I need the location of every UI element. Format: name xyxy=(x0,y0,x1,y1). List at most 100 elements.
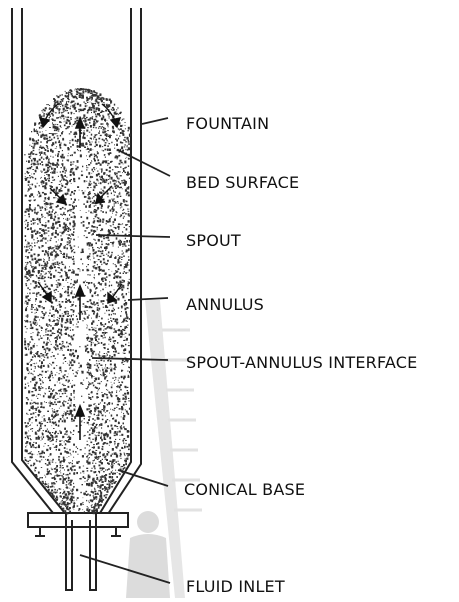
particle xyxy=(60,402,61,403)
particle xyxy=(56,441,57,442)
spout-leader xyxy=(96,235,170,237)
particle xyxy=(70,171,72,173)
particle xyxy=(41,151,43,154)
particle xyxy=(116,461,117,463)
particle xyxy=(55,422,57,424)
particle xyxy=(112,127,113,128)
particle xyxy=(73,497,75,499)
particle xyxy=(58,153,60,155)
particle xyxy=(31,451,32,452)
particle xyxy=(97,503,99,505)
particle xyxy=(67,226,68,227)
particle xyxy=(82,503,83,504)
particle xyxy=(44,263,46,265)
particle xyxy=(61,326,63,327)
particle xyxy=(55,471,57,472)
particle xyxy=(101,269,102,270)
particle xyxy=(68,413,70,415)
particle xyxy=(123,398,125,399)
particle xyxy=(41,157,43,159)
particle xyxy=(72,105,73,106)
particle xyxy=(102,219,104,221)
particle xyxy=(89,450,90,452)
particle xyxy=(26,161,27,162)
particle xyxy=(107,410,108,411)
particle xyxy=(59,430,60,431)
particle xyxy=(50,393,52,395)
particle xyxy=(128,165,129,167)
particle xyxy=(90,162,92,164)
particle xyxy=(52,459,54,461)
particle xyxy=(113,190,114,191)
particle xyxy=(88,140,90,142)
particle xyxy=(57,282,58,283)
particle xyxy=(78,200,79,201)
particle xyxy=(49,210,50,211)
particle xyxy=(118,155,120,157)
particle xyxy=(101,170,102,171)
particle xyxy=(48,439,50,441)
particle xyxy=(36,431,37,432)
particle xyxy=(56,308,57,309)
particle xyxy=(77,145,79,147)
particle xyxy=(118,114,119,115)
particle xyxy=(66,440,67,441)
particle xyxy=(49,421,51,423)
particle xyxy=(41,375,42,376)
particle xyxy=(102,368,103,369)
particle xyxy=(52,177,54,179)
particle xyxy=(99,388,100,390)
particle xyxy=(30,152,32,154)
particle xyxy=(98,104,100,106)
particle xyxy=(53,477,55,479)
particle xyxy=(26,332,27,333)
particle xyxy=(60,461,62,464)
particle xyxy=(45,130,46,131)
particle xyxy=(73,392,75,393)
particle xyxy=(87,493,88,494)
particle xyxy=(35,304,36,305)
particle xyxy=(36,325,37,326)
particle xyxy=(95,113,96,114)
particle xyxy=(36,129,37,130)
particle xyxy=(121,454,122,455)
particle xyxy=(60,295,62,297)
particle xyxy=(69,133,71,134)
particle xyxy=(70,238,71,240)
particle xyxy=(111,320,112,322)
particle xyxy=(99,93,101,96)
particle xyxy=(73,174,75,176)
particle xyxy=(126,195,127,196)
particle xyxy=(114,203,115,204)
particle xyxy=(118,223,120,225)
particle xyxy=(94,472,95,473)
particle xyxy=(32,143,33,144)
particle xyxy=(102,459,103,460)
particle xyxy=(98,471,100,472)
particle xyxy=(100,467,102,469)
particle xyxy=(62,160,63,161)
particle xyxy=(43,109,45,111)
particle xyxy=(48,366,50,368)
particle xyxy=(38,472,40,474)
particle xyxy=(64,311,66,313)
particle xyxy=(93,171,94,172)
particle xyxy=(83,306,84,307)
particle xyxy=(124,327,126,329)
particle xyxy=(72,269,73,270)
particle xyxy=(28,346,29,347)
particle xyxy=(55,431,57,433)
particle xyxy=(101,128,102,129)
particle xyxy=(38,339,39,341)
particle xyxy=(38,430,39,432)
particle xyxy=(56,469,58,472)
particle xyxy=(123,256,125,257)
particle xyxy=(95,387,97,388)
particle xyxy=(59,272,60,273)
particle xyxy=(60,135,61,137)
particle xyxy=(83,203,84,205)
particle xyxy=(127,262,128,263)
particle xyxy=(43,159,44,160)
particle xyxy=(43,115,44,117)
particle xyxy=(109,281,110,282)
